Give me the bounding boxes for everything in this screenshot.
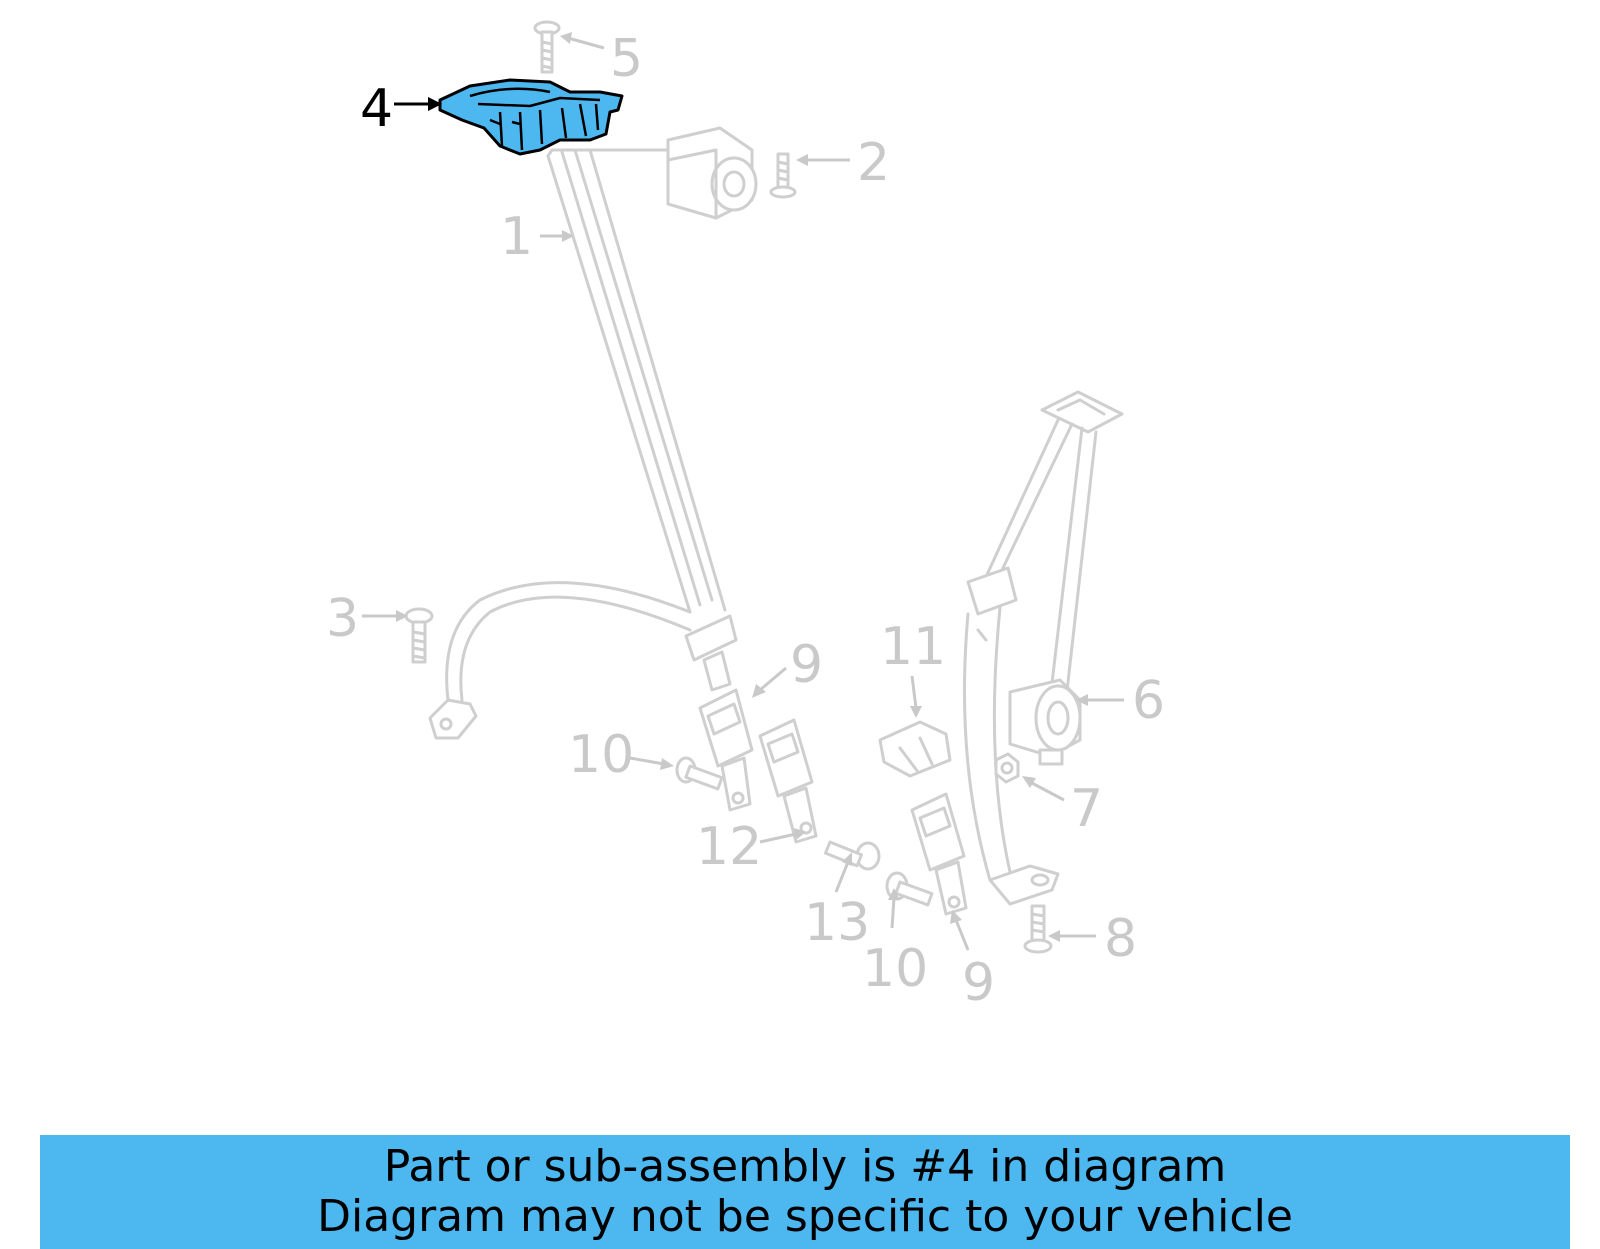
callout-3: 3 (326, 589, 359, 649)
buckle-12 (758, 718, 818, 844)
info-banner: Part or sub-assembly is #4 in diagram Di… (40, 1135, 1570, 1249)
clip-11-icon (878, 720, 952, 778)
callout-9-lower: 9 (962, 953, 995, 1013)
highlighted-part-4[interactable] (438, 78, 624, 156)
callout-10-lower: 10 (862, 939, 928, 999)
bolt-3-icon (404, 607, 434, 664)
callout-10-upper: 10 (568, 725, 634, 785)
callout-13: 13 (804, 893, 870, 953)
callout-5: 5 (610, 29, 643, 89)
callout-9-upper: 9 (790, 635, 823, 695)
banner-line-disclaimer: Diagram may not be specific to your vehi… (317, 1191, 1293, 1242)
buckle-9-right (910, 792, 968, 916)
bolt-8-icon (1023, 904, 1053, 954)
callout-8: 8 (1104, 909, 1137, 969)
buckle-9-left (698, 688, 754, 812)
bolt-13-icon (824, 840, 881, 871)
callout-12: 12 (696, 817, 762, 877)
right-belt-assembly (963, 390, 1124, 906)
callout-7: 7 (1070, 779, 1103, 839)
callout-2: 2 (857, 133, 890, 193)
parts-diagram: 1 2 3 4 5 6 7 8 9 9 10 10 11 12 (326, 20, 1165, 1013)
bolt-2-icon (769, 152, 797, 199)
callout-6: 6 (1132, 671, 1165, 731)
upper-retractor (666, 126, 758, 220)
callout-4: 4 (360, 79, 393, 139)
bolt-10-upper-icon (675, 756, 724, 791)
callout-11: 11 (880, 617, 946, 677)
banner-line-part: Part or sub-assembly is #4 in diagram (383, 1141, 1227, 1192)
callout-1: 1 (500, 207, 533, 267)
bolt-5-icon (533, 20, 561, 74)
seat-belt-webbing (428, 148, 738, 740)
nut-7-icon (994, 752, 1020, 784)
